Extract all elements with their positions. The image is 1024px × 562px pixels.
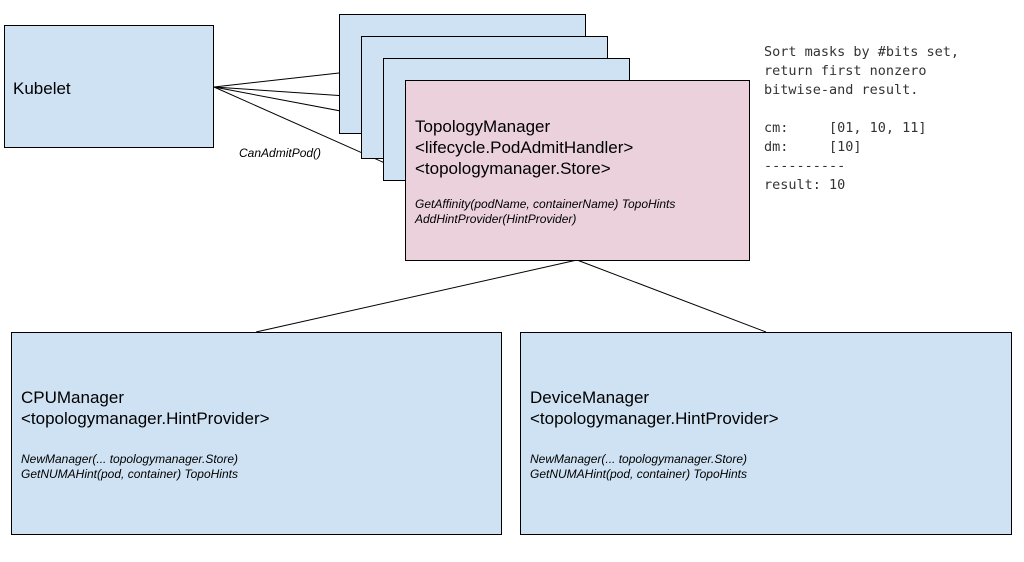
device-manager-box: DeviceManager <topologymanager.HintProvi… xyxy=(520,332,1012,535)
note-line: result: 10 xyxy=(764,177,846,193)
device-manager-method-get-numa-hint: GetNUMAHint(pod, container) TopoHints xyxy=(530,467,747,481)
cpu-manager-box: CPUManager <topologymanager.HintProvider… xyxy=(11,332,502,535)
topology-manager-method-get-affinity: GetAffinity(podName, containerName) Topo… xyxy=(415,197,676,211)
cpu-manager-method-get-numa-hint: GetNUMAHint(pod, container) TopoHints xyxy=(21,467,238,481)
topology-manager-box: TopologyManager <lifecycle.PodAdmitHandl… xyxy=(405,80,750,261)
cpu-manager-interface: <topologymanager.HintProvider> xyxy=(21,409,270,428)
kubelet-label: Kubelet xyxy=(13,79,71,98)
note-line: return first nonzero xyxy=(764,63,927,79)
device-manager-method-new-manager: NewManager(... topologymanager.Store) xyxy=(530,452,747,466)
topology-to-cpu-manager xyxy=(255,259,578,333)
cpu-manager-title: CPUManager xyxy=(21,388,124,407)
note-line: Sort masks by #bits set, xyxy=(764,44,960,60)
note-line: cm: [01, 10, 11] xyxy=(764,120,927,136)
kubelet-to-stack-1 xyxy=(213,72,340,88)
topology-manager-title: TopologyManager xyxy=(415,117,551,136)
device-manager-interface: <topologymanager.HintProvider> xyxy=(530,409,779,428)
topology-manager-interface-store: <topologymanager.Store> xyxy=(415,159,611,178)
topology-to-device-manager xyxy=(576,259,767,333)
kubelet-to-stack-2 xyxy=(213,86,362,98)
note-line: ---------- xyxy=(764,158,846,174)
algorithm-note: Sort masks by #bits set, return first no… xyxy=(764,43,959,195)
note-line: bitwise-and result. xyxy=(764,82,919,98)
topology-manager-method-add-hint-provider: AddHintProvider(HintProvider) xyxy=(415,212,577,226)
kubelet-box: Kubelet xyxy=(4,25,214,148)
note-line: dm: [10] xyxy=(764,139,862,155)
topology-manager-interface-pod-admit-handler: <lifecycle.PodAdmitHandler> xyxy=(415,138,634,157)
device-manager-title: DeviceManager xyxy=(530,388,650,407)
can-admit-pod-label: CanAdmitPod() xyxy=(239,146,322,160)
cpu-manager-method-new-manager: NewManager(... topologymanager.Store) xyxy=(21,452,238,466)
